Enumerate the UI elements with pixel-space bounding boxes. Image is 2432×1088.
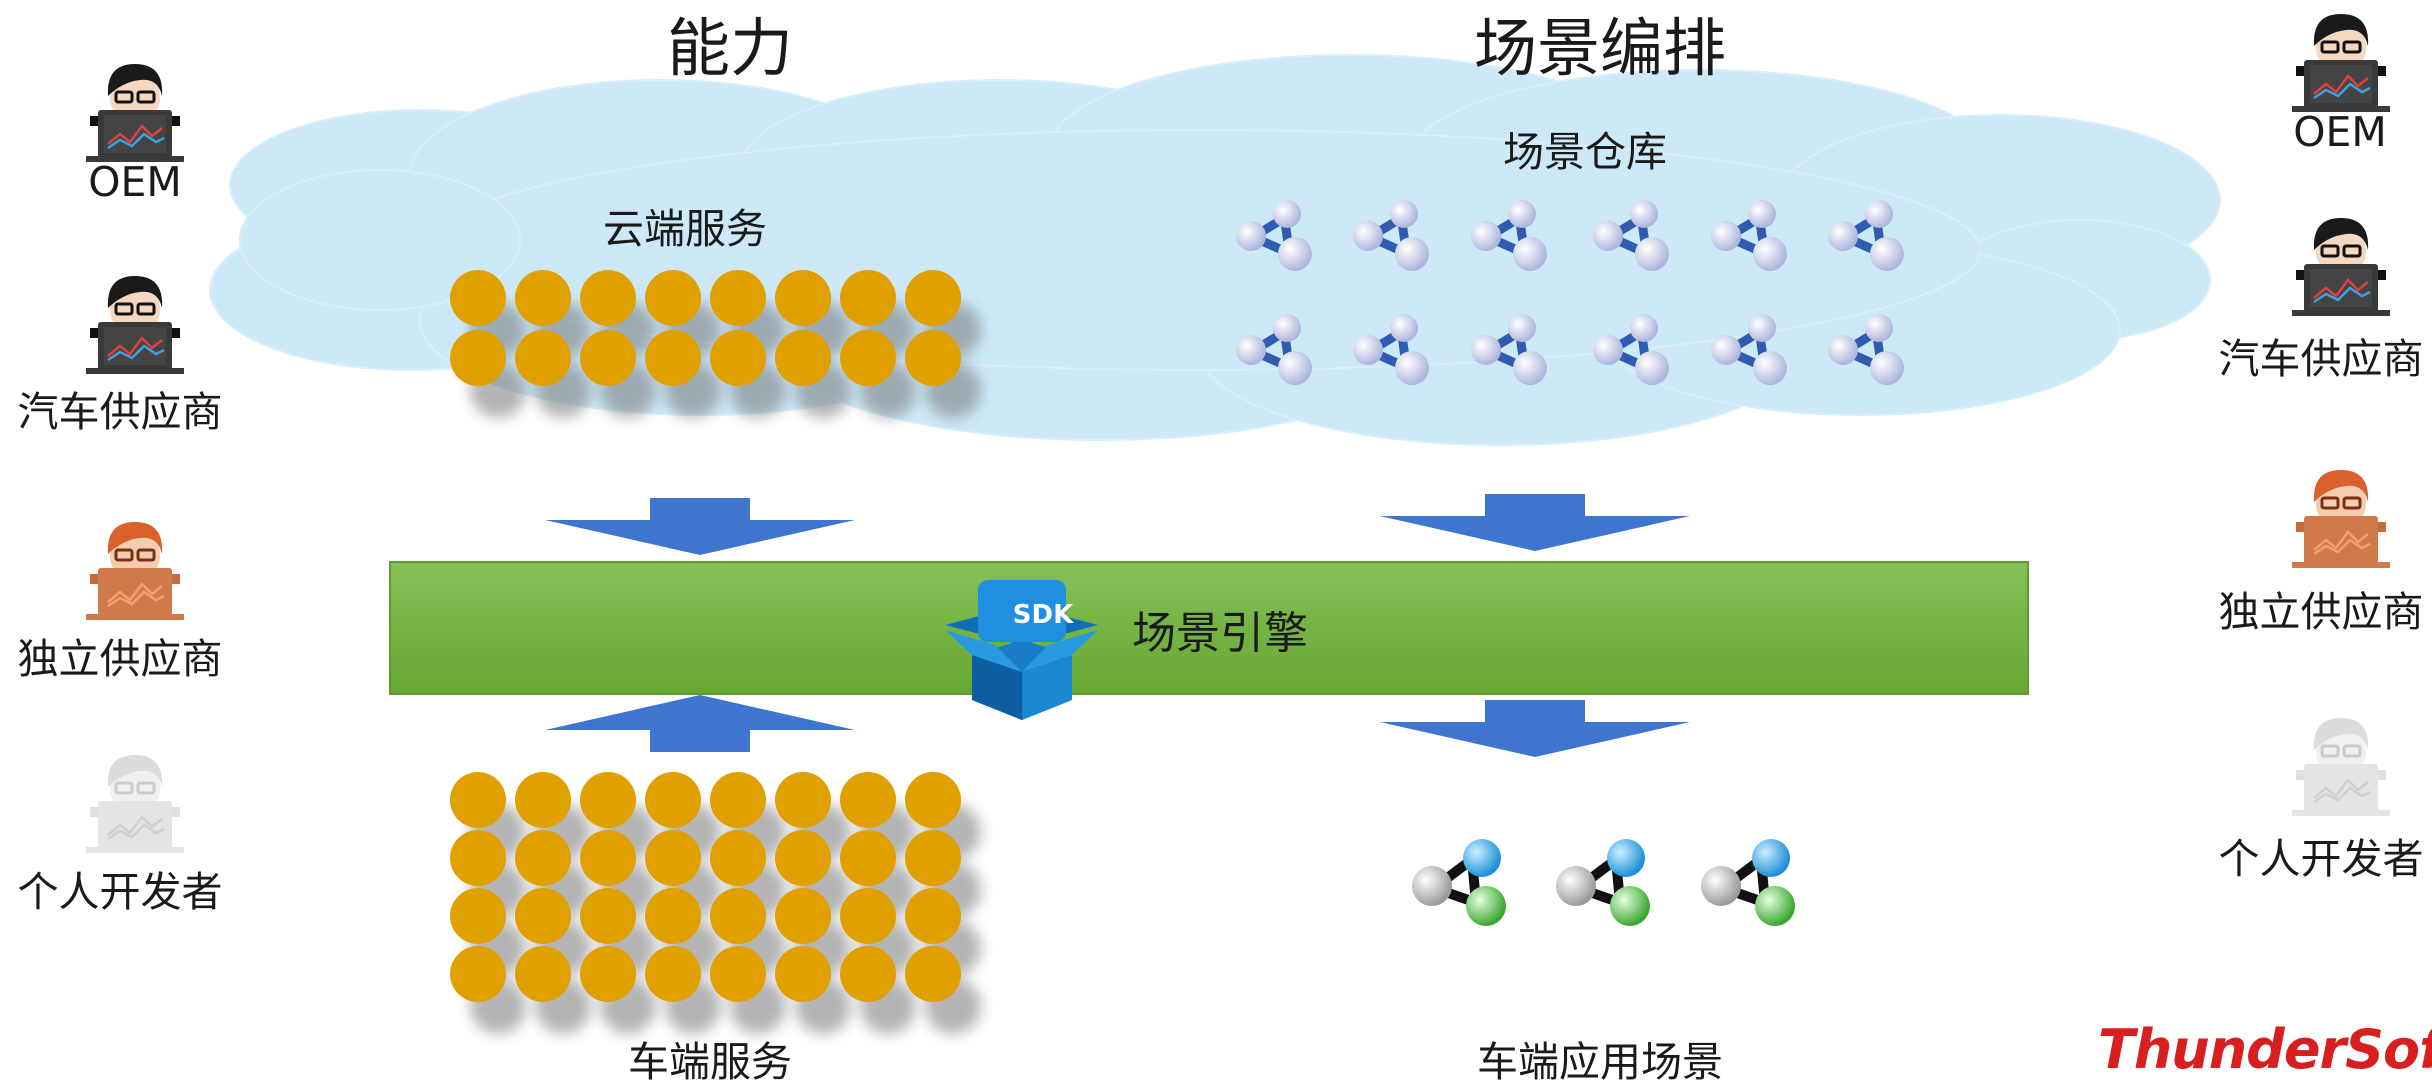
service-coin-icon (580, 330, 636, 386)
scene-molecule-icon (1412, 839, 1506, 926)
service-coin-icon (905, 830, 961, 886)
developer-at-laptop-icon (86, 276, 184, 374)
service-coin-icon (905, 888, 961, 944)
developer-at-laptop-icon (86, 522, 184, 620)
coin-grid (450, 772, 981, 1034)
coin-grid (450, 270, 981, 418)
service-coin-icon (645, 946, 701, 1002)
service-coin-icon (450, 888, 506, 944)
service-coin-icon (450, 270, 506, 326)
scene-molecule-icon (1593, 200, 1669, 271)
developer-at-laptop-icon (86, 64, 184, 162)
service-coin-icon (710, 772, 766, 828)
service-coin-icon (645, 330, 701, 386)
vehicle-services-label: 车端服务 (628, 1038, 792, 1086)
service-coin-icon (645, 270, 701, 326)
service-coin-icon (710, 946, 766, 1002)
scene-molecule-icon (1711, 314, 1787, 385)
sdk-label: SDK (1012, 600, 1074, 630)
service-coin-icon (840, 946, 896, 1002)
scene-molecule-icon (1828, 200, 1904, 271)
developer-at-laptop-icon (2292, 14, 2390, 112)
service-coin-icon (515, 888, 571, 944)
scene-molecule-icon (1353, 200, 1429, 271)
scene-molecule-icon (1701, 839, 1795, 926)
down-arrow-icon (1380, 494, 1690, 551)
service-coin-icon (515, 330, 571, 386)
scene-molecule-icon (1471, 200, 1547, 271)
service-coin-icon (450, 830, 506, 886)
down-arrow-icon (545, 498, 855, 555)
scene-molecule-icon (1593, 314, 1669, 385)
scene-engine-banner (389, 561, 2029, 695)
capability-heading: 能力 (667, 12, 793, 85)
service-coin-icon (905, 946, 961, 1002)
right-role-label-independent-supplier: 独立供应商 (2218, 588, 2424, 636)
service-coin-icon (905, 270, 961, 326)
service-coin-icon (515, 946, 571, 1002)
service-coin-icon (840, 830, 896, 886)
service-coin-icon (580, 772, 636, 828)
service-coin-icon (645, 888, 701, 944)
scene-molecule-icon (1471, 314, 1547, 385)
service-coin-icon (840, 888, 896, 944)
service-coin-icon (905, 772, 961, 828)
down-arrow-icon (1380, 700, 1690, 757)
left-role-label-individual-developer: 个人开发者 (17, 868, 223, 916)
service-coin-icon (580, 946, 636, 1002)
scene-molecule-icon (1353, 314, 1429, 385)
right-role-label-oem: OEM (2293, 108, 2387, 156)
thundersoft-logo: ThunderSoft (2098, 1018, 2432, 1081)
service-coin-icon (515, 270, 571, 326)
service-coin-icon (515, 772, 571, 828)
service-coin-icon (710, 888, 766, 944)
scene-molecule-icon (1711, 200, 1787, 271)
service-coin-icon (645, 830, 701, 886)
vehicle-app-scenes-label: 车端应用场景 (1477, 1038, 1723, 1086)
service-coin-icon (645, 772, 701, 828)
service-coin-icon (580, 888, 636, 944)
right-role-label-individual-developer: 个人开发者 (2218, 835, 2424, 883)
service-coin-icon (840, 772, 896, 828)
service-coin-icon (775, 946, 831, 1002)
scene-engine-label: 场景引擎 (1132, 608, 1308, 659)
service-coin-icon (710, 830, 766, 886)
cloud-services-label: 云端服务 (603, 205, 767, 253)
sdk-box-icon (945, 580, 1098, 720)
up-arrow-icon (545, 695, 855, 752)
developer-at-laptop-icon (2292, 470, 2390, 568)
service-coin-icon (775, 888, 831, 944)
developer-at-laptop-icon (2292, 718, 2390, 816)
service-coin-icon (840, 330, 896, 386)
service-coin-icon (450, 772, 506, 828)
service-coin-icon (450, 946, 506, 1002)
left-role-label-auto-supplier: 汽车供应商 (17, 388, 223, 436)
scene-molecule-icon (1236, 200, 1312, 271)
service-coin-icon (775, 270, 831, 326)
service-coin-icon (840, 270, 896, 326)
service-coin-icon (710, 330, 766, 386)
service-coin-icon (515, 830, 571, 886)
service-coin-icon (905, 330, 961, 386)
service-coin-icon (775, 772, 831, 828)
service-coin-icon (775, 330, 831, 386)
service-coin-icon (775, 830, 831, 886)
orchestration-heading: 场景编排 (1474, 12, 1726, 85)
left-role-label-oem: OEM (88, 158, 182, 206)
scene-molecule-icon (1828, 314, 1904, 385)
service-coin-icon (450, 330, 506, 386)
scene-warehouse-label: 场景仓库 (1503, 128, 1667, 176)
service-coin-icon (710, 270, 766, 326)
service-coin-icon (580, 270, 636, 326)
right-role-label-auto-supplier: 汽车供应商 (2218, 335, 2424, 383)
scene-molecule-icon (1556, 839, 1650, 926)
scene-molecule-icon (1236, 314, 1312, 385)
service-coin-icon (580, 830, 636, 886)
developer-at-laptop-icon (2292, 218, 2390, 316)
developer-at-laptop-icon (86, 755, 184, 853)
left-role-label-independent-supplier: 独立供应商 (17, 635, 223, 683)
